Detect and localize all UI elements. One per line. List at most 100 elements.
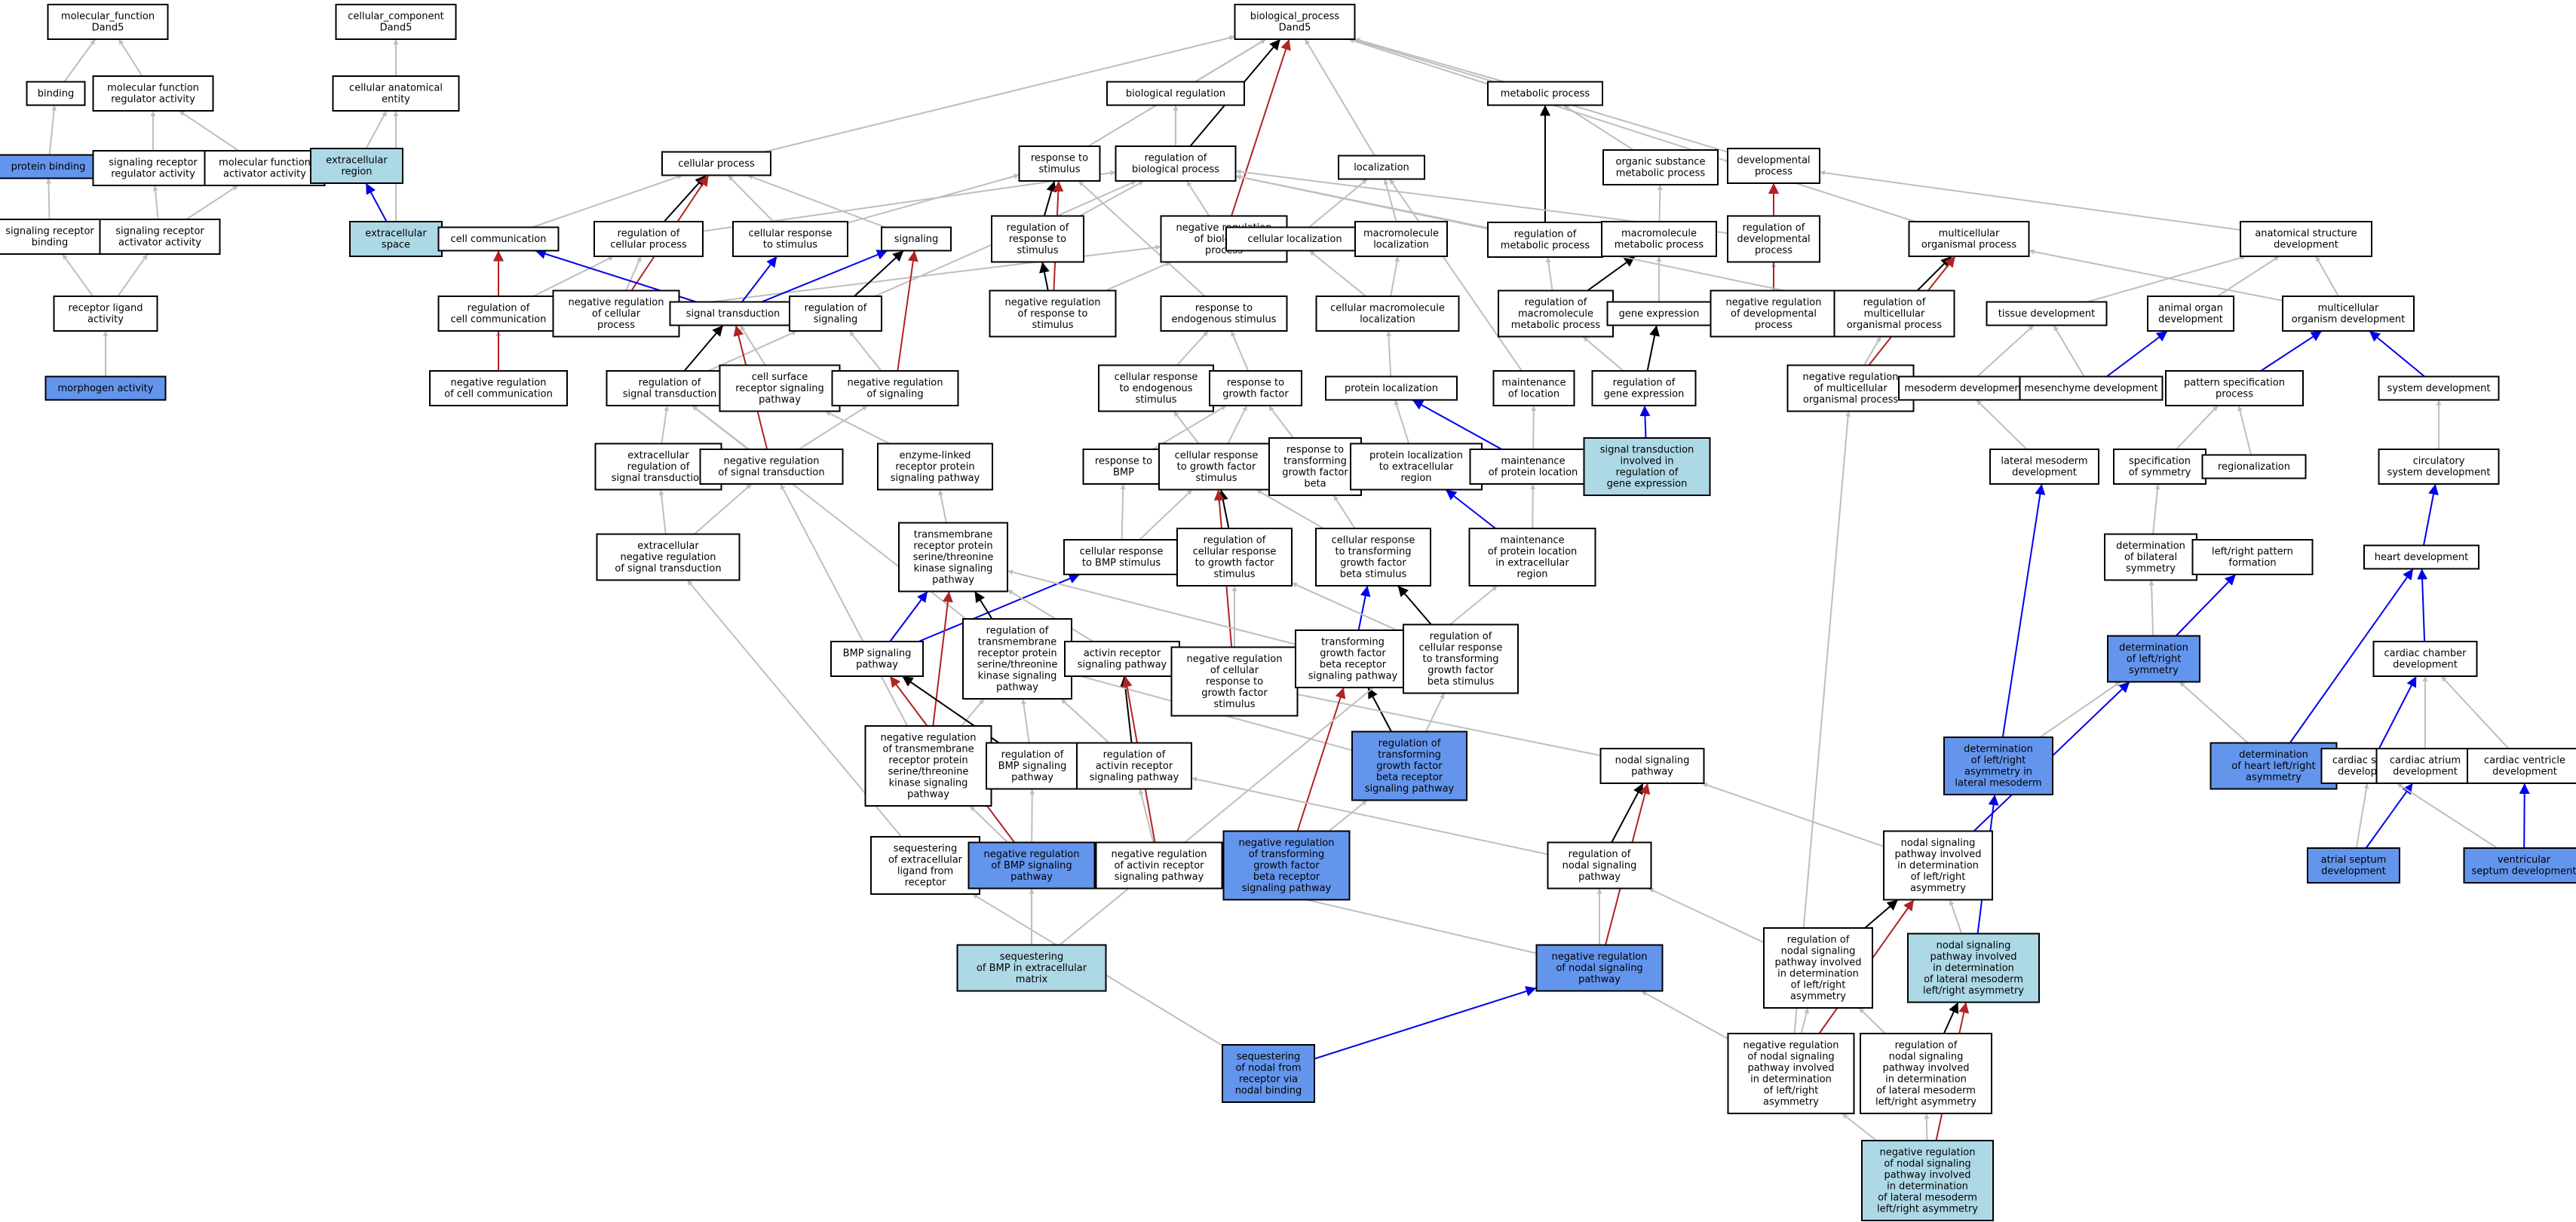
go-term-node-mesendev[interactable]: mesenchyme development xyxy=(2019,375,2164,401)
go-term-node-morphogen[interactable]: morphogen activity xyxy=(44,375,167,401)
go-term-node-protloc[interactable]: protein localization xyxy=(1325,375,1458,401)
go-term-node-bioreg[interactable]: biological regulation xyxy=(1106,81,1245,106)
go-term-node-binding[interactable]: binding xyxy=(26,81,86,106)
go-term-node-sysdev[interactable]: system development xyxy=(2378,375,2500,401)
go-term-node-signaling[interactable]: signaling xyxy=(881,226,952,252)
go-term-node-mesodev[interactable]: mesoderm development xyxy=(1898,375,2031,401)
go-term-node-metproc[interactable]: metabolic process xyxy=(1487,81,1603,106)
go-term-node-protbind[interactable]: protein binding xyxy=(0,154,101,179)
go-term-node-sigtrans[interactable]: signal transduction xyxy=(669,301,797,326)
go-term-node-tissuedev[interactable]: tissue development xyxy=(1986,301,2108,326)
go-term-node-cellcomm[interactable]: cell communication xyxy=(437,226,560,252)
go-term-node-heartdev[interactable]: heart development xyxy=(2363,544,2479,570)
go-term-node-cellloc[interactable]: cellular localization xyxy=(1225,226,1364,252)
go-term-node-cellproc[interactable]: cellular process xyxy=(661,151,771,176)
